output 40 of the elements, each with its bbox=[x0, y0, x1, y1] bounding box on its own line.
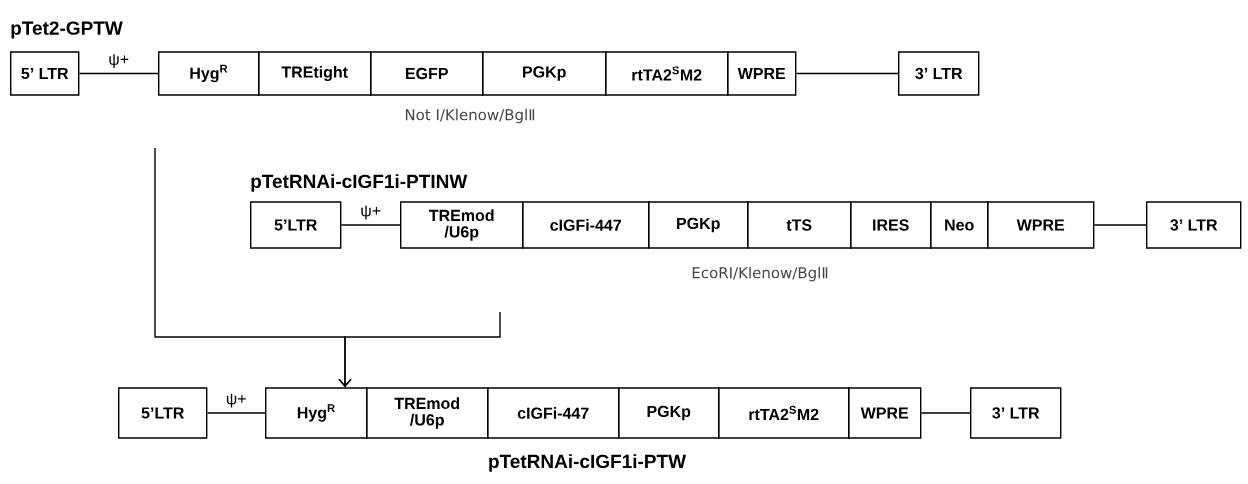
vector-segment-box: cIGFi-447 bbox=[522, 201, 650, 249]
vector-segment-box: 3’ LTR bbox=[970, 387, 1062, 439]
vector-segment-box: TREmod /U6p bbox=[366, 387, 489, 439]
connector-line bbox=[920, 412, 971, 414]
vector-segment-box: Hyg$^{R}$ bbox=[265, 387, 368, 439]
vector-segment-box: 3’ LTR bbox=[1146, 201, 1242, 249]
connector-line bbox=[338, 311, 501, 388]
construct-name: pTet2-GPTW bbox=[11, 21, 123, 39]
edge-label: ψ+ bbox=[361, 205, 381, 220]
vector-segment-box: 5’LTR bbox=[250, 201, 342, 249]
connector-line bbox=[206, 412, 266, 414]
vector-segment-box: TREtight bbox=[258, 51, 372, 96]
vector-segment-box: tTS bbox=[747, 201, 852, 249]
connector-line bbox=[795, 72, 899, 75]
vector-segment-box: TREmod /U6p bbox=[400, 201, 524, 249]
vector-segment-box: Hyg$^{R}$ bbox=[158, 51, 260, 96]
vector-segment-box: WPRE bbox=[848, 387, 922, 439]
vector-segment-box: 3’ LTR bbox=[898, 51, 980, 96]
restriction-sites-note: EcoRⅠ/Klenow/BglⅡ bbox=[692, 266, 828, 282]
construct-name: pTetRNAi-cIGF1i-PTW bbox=[489, 454, 687, 472]
vector-segment-box: EGFP bbox=[370, 51, 484, 96]
vector-segment-box: 5’LTR bbox=[118, 387, 208, 439]
vector-segment-box: IRES bbox=[850, 201, 932, 249]
vector-segment-box: cIGFi-447 bbox=[487, 387, 620, 439]
restriction-sites-note: Not Ⅰ/Klenow/BglⅡ bbox=[405, 108, 535, 124]
vector-segment-box: rtTA2$^{S}$M2 bbox=[718, 387, 850, 439]
vector-segment-box: Neo bbox=[930, 201, 989, 249]
connector-line bbox=[1093, 224, 1147, 226]
vector-segment-box: PGKp bbox=[482, 51, 607, 96]
vector-segment-box: WPRE bbox=[987, 201, 1095, 249]
edge-label: ψ+ bbox=[226, 393, 246, 408]
vector-segment-box: rtTA2$^{S}$M2 bbox=[605, 51, 729, 96]
connector-line bbox=[340, 224, 401, 226]
construct-name: pTetRNAi-cIGF1i-PTINW bbox=[251, 174, 468, 192]
vector-segment-box: PGKp bbox=[618, 387, 720, 439]
vector-segment-box: 5’ LTR bbox=[10, 51, 80, 96]
vector-segment-box: WPRE bbox=[727, 51, 797, 96]
vector-segment-box: PGKp bbox=[648, 201, 749, 249]
connector-line bbox=[78, 72, 159, 75]
edge-label: ψ+ bbox=[109, 54, 129, 68]
